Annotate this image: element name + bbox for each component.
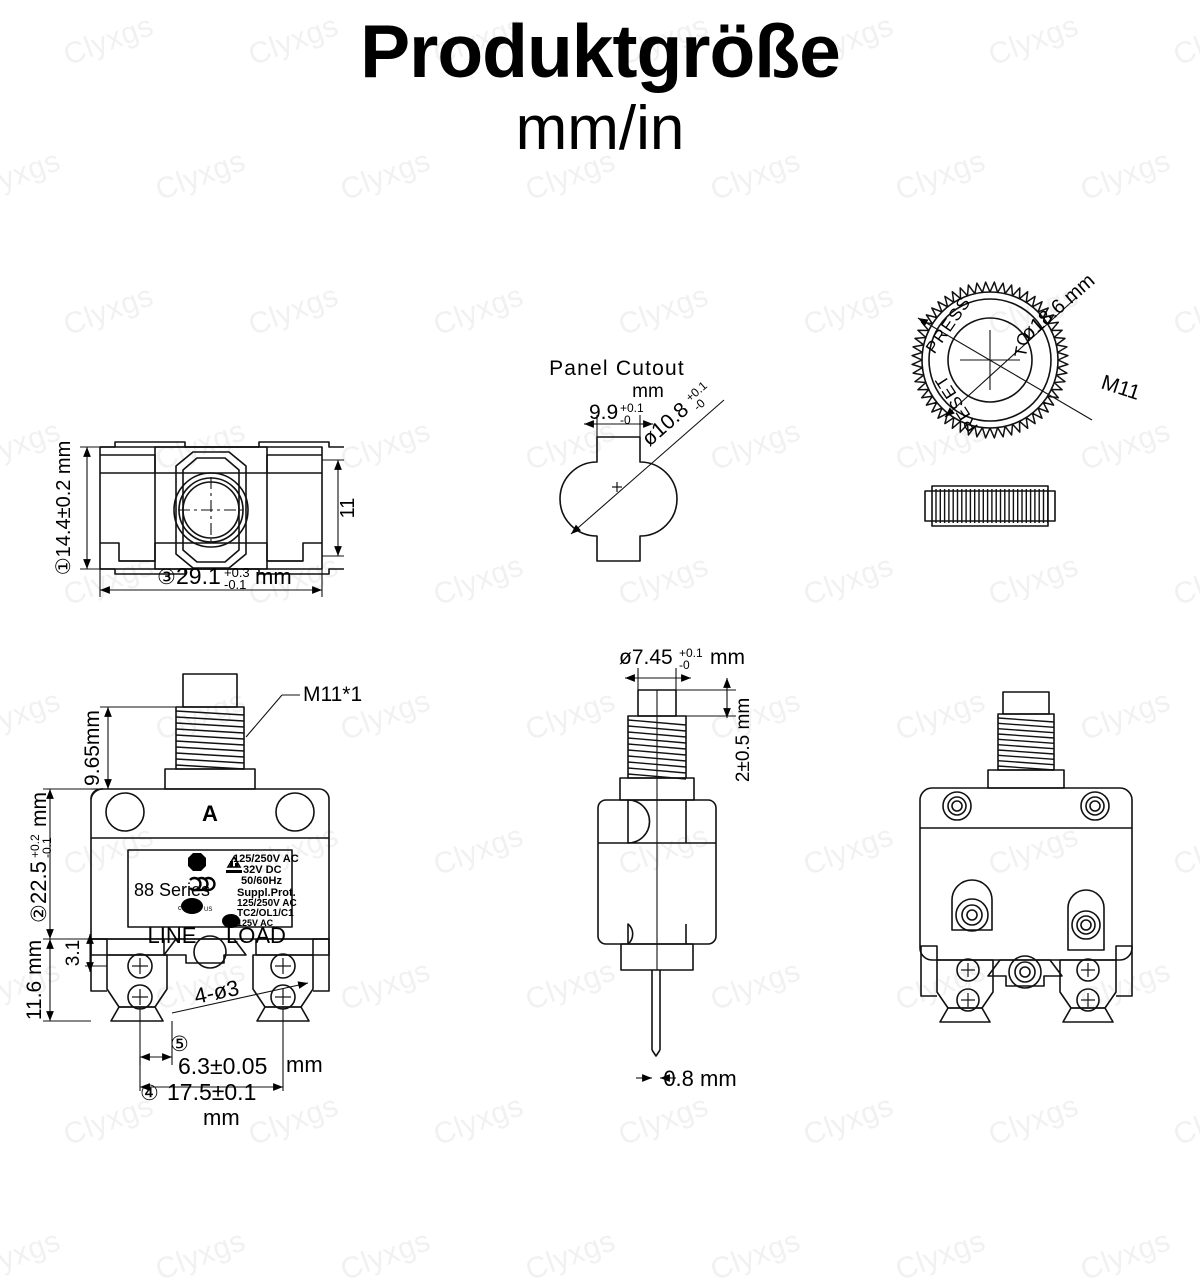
watermark-text: Clyxgs	[0, 1224, 65, 1288]
front-terminal-height-dim: 11.6 mm	[23, 940, 46, 1020]
front-body-height-value: 22.5	[26, 861, 51, 904]
knob-to-label: TO	[1011, 329, 1034, 358]
side-dia-value: ø7.45	[619, 646, 673, 669]
panel-cutout-unit: mm	[632, 381, 664, 402]
side-terminal-thickness-dim: 0.8 mm	[663, 1066, 736, 1091]
certification-marks: TÜV UL c US SA	[178, 853, 242, 928]
top-view-width-value: 29.1	[176, 563, 221, 589]
front-hole-callout: 4-ø3	[192, 975, 241, 1009]
label-volt-125: 125V AC	[237, 918, 274, 928]
top-view-width-tol-up: +0.3	[224, 565, 250, 580]
watermark-text: Clyxgs	[336, 1224, 435, 1288]
front-line-label: LINE	[148, 923, 197, 948]
top-view-height-dim: ①14.4±0.2 mm	[53, 441, 75, 576]
ccc-mark	[189, 876, 216, 892]
panel-cutout-width-tol-dn: -0	[620, 413, 631, 427]
front-terminal-span-prefix: ④	[140, 1082, 159, 1105]
rear-view-group	[919, 691, 1133, 1023]
front-load-label: LOAD	[226, 923, 286, 948]
side-dia-tol-up: +0.1	[679, 646, 703, 660]
front-terminal-pitch-prefix: ⑤	[170, 1033, 189, 1056]
front-body-height-unit: mm	[28, 792, 51, 827]
side-cap-height-dim: 2±0.5 mm	[733, 698, 754, 782]
page-subtitle: mm/in	[515, 94, 685, 163]
page-title: Produktgröße	[360, 9, 841, 93]
top-view-width-prefix: ③	[157, 566, 176, 589]
svg-text:SA: SA	[225, 918, 236, 927]
front-body-height-dim: ② 22.5 +0.2 -0.1 mm	[26, 792, 54, 923]
top-view-width-unit: mm	[255, 564, 292, 589]
front-terminal-span-unit: mm	[203, 1105, 240, 1130]
ul-mark: UL c US	[178, 898, 212, 914]
watermark-text: Clyxgs	[891, 1224, 990, 1288]
watermark-text: Clyxgs	[706, 1224, 805, 1288]
svg-text:US: US	[204, 907, 212, 913]
knob-top-view-group	[911, 281, 1093, 439]
top-view-width-tol-dn: -0.1	[224, 577, 246, 592]
svg-text:c: c	[178, 905, 182, 912]
front-body-height-prefix: ②	[28, 904, 51, 923]
svg-text:UL: UL	[186, 902, 198, 912]
panel-cutout-width-value: 9.9	[589, 401, 618, 424]
warning-triangle-mark	[226, 855, 242, 873]
watermark-text: Clyxgs	[521, 1224, 620, 1288]
top-view-group	[80, 441, 344, 597]
panel-cutout-label: Panel Cutout	[549, 357, 685, 380]
label-volt-ac: 125/250V AC	[233, 853, 299, 865]
side-dia-unit: mm	[710, 646, 745, 669]
svg-text:TÜV: TÜV	[190, 858, 204, 867]
side-thread-diameter-dim: ø7.45 +0.1 -0 mm	[619, 646, 745, 672]
drawing-canvas: ①14.4±0.2 mm 11 ③ 29.1 +0.3 -0.1 mm Pane…	[23, 270, 1143, 1130]
front-terminal-span-value: 17.5±0.1	[167, 1079, 256, 1105]
side-view-group	[597, 668, 736, 1082]
front-body-mark: A	[202, 801, 218, 826]
label-suppl-prot: Suppl.Prot.	[237, 887, 296, 899]
watermark-text: Clyxgs	[151, 1224, 250, 1288]
front-body-height-tol-up: +0.2	[28, 834, 42, 858]
nut-serrations	[935, 489, 1049, 523]
front-terminal-offset-dim: 3.1	[63, 940, 84, 966]
side-dia-tol-dn: -0	[679, 658, 690, 672]
page-title-block: Produktgröße mm/in	[0, 8, 1200, 164]
panel-cutout-width-dim: 9.9 +0.1 -0	[589, 401, 644, 427]
label-series: 88 Series	[134, 880, 210, 900]
panel-cutout-group	[559, 399, 725, 562]
csa-mark: SA	[222, 914, 240, 928]
front-terminal-pitch-value: 6.3±0.05	[178, 1053, 267, 1079]
knob-thread-dim: M11	[1098, 371, 1142, 405]
top-view-width-dim: ③ 29.1 +0.3 -0.1 mm	[157, 563, 292, 592]
knurled-nut-group	[924, 485, 1056, 527]
front-terminal-pitch-unit: mm	[286, 1052, 323, 1077]
panel-cutout-width-tol-up: +0.1	[620, 401, 644, 415]
label-tc-code: TC2/OL1/C1	[237, 908, 294, 919]
thread-lines	[997, 717, 1055, 771]
label-volt-ac-2: 125/250V AC	[237, 898, 297, 909]
label-frequency: 50/60Hz	[241, 875, 282, 887]
tuv-mark	[188, 853, 206, 871]
front-stem-height-dim: 9.65mm	[81, 710, 104, 786]
thread-lines	[175, 710, 245, 770]
label-volt-dc: 32V DC	[243, 864, 282, 876]
front-body-height-tol-dn: -0.1	[40, 837, 54, 858]
product-size-drawing: Clyxgs Clyxgs Clyxgs Clyxgs Clyxgs Clyxgs Clyx…	[0, 8, 1200, 1287]
top-view-right-dim: 11	[337, 498, 359, 519]
front-view-group	[43, 673, 330, 1091]
watermark-text: Clyxgs	[1076, 1224, 1175, 1288]
front-thread-callout: M11*1	[303, 683, 362, 706]
